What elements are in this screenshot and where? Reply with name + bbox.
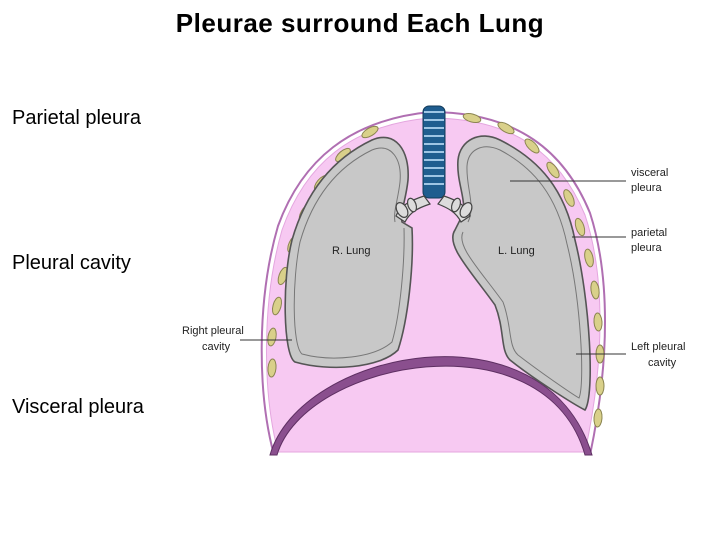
slide-title: Pleurae surround Each Lung — [0, 8, 720, 39]
callout-right-cavity-line2: cavity — [202, 341, 231, 353]
callout-left-cavity-line1: Left pleural — [631, 341, 685, 353]
callout-parietal-line2: pleura — [631, 242, 662, 254]
callout-right-cavity-line1: Right pleural — [182, 325, 244, 337]
pleura-diagram: R. Lung L. Lung visceral pleura parietal… — [178, 100, 704, 456]
term-pleural-cavity: Pleural cavity — [12, 252, 131, 275]
callout-visceral-line1: visceral — [631, 167, 668, 179]
term-parietal-pleura: Parietal pleura — [12, 107, 141, 130]
callout-parietal-line1: parietal — [631, 227, 667, 239]
callout-visceral-line2: pleura — [631, 182, 662, 194]
right-lung-label: R. Lung — [332, 245, 371, 257]
term-visceral-pleura: Visceral pleura — [12, 396, 144, 419]
left-lung-label: L. Lung — [498, 245, 535, 257]
callout-left-cavity-line2: cavity — [648, 357, 677, 369]
trachea — [423, 106, 445, 198]
